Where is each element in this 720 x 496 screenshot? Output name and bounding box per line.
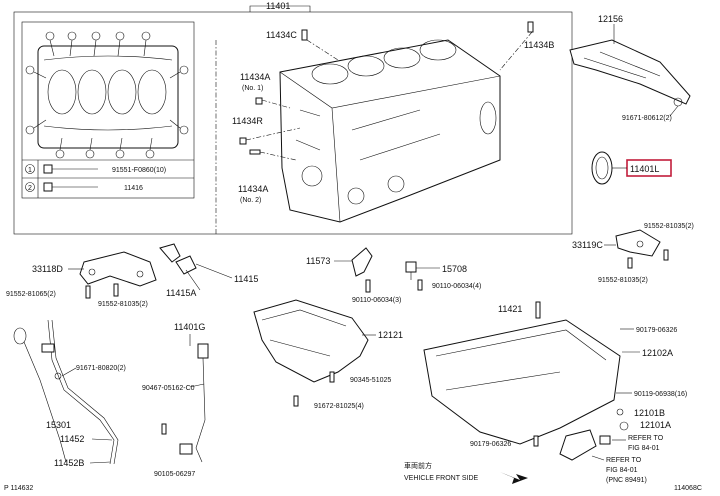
- bolt-guide-a-label[interactable]: 91671-80820(2): [76, 365, 126, 372]
- gauge-bottom-a-label[interactable]: 15301: [46, 420, 71, 430]
- gauge-bottom-b-label[interactable]: 11452: [60, 434, 84, 444]
- pin-a-note: (No. 1): [242, 85, 263, 92]
- oil-seal: [591, 151, 613, 185]
- bolt-mid-b-icon: [417, 279, 423, 291]
- guide-part-label[interactable]: 11401G: [174, 322, 205, 332]
- cover-bolt-label[interactable]: 91671-80612(2): [622, 115, 672, 122]
- bolt-right-b-icon: [627, 257, 633, 269]
- drain-b-label[interactable]: 12101B: [634, 408, 665, 418]
- bolt-pan-e-label[interactable]: 90179-06326: [470, 441, 511, 448]
- pin-topright: [527, 21, 534, 33]
- pin-topright-label[interactable]: 11434B: [524, 40, 554, 50]
- stud-pan-icon: [535, 301, 541, 319]
- legend-bolt-2-label[interactable]: 11416: [124, 185, 143, 192]
- bracket-right-label[interactable]: 33119C: [572, 240, 603, 250]
- legend-box: [21, 21, 195, 199]
- oil-pan-upper: [253, 299, 369, 383]
- pin-r-icon: [239, 137, 247, 145]
- bolt-right-b-label[interactable]: 91552-81035(2): [598, 277, 648, 284]
- oil-level-gauge-guide: [351, 247, 373, 277]
- guide-tube: [179, 343, 209, 463]
- refer-2-c[interactable]: (PNC 89491): [606, 477, 647, 484]
- cover-label[interactable]: 12156: [598, 14, 623, 24]
- bolt-pan-b-label[interactable]: 91672-81025(4): [314, 403, 364, 410]
- pin-r-label[interactable]: 11434R: [232, 116, 263, 126]
- drain-a-label[interactable]: 12101A: [640, 420, 671, 430]
- bolt-left-b-label[interactable]: 91552-81035(2): [98, 301, 148, 308]
- refer-2-b[interactable]: FIG 84-01: [606, 467, 638, 474]
- bolt-left-a-icon: [85, 285, 91, 299]
- legend-num-1: 1: [28, 167, 32, 174]
- block-label[interactable]: 11401: [266, 1, 290, 11]
- bolt-pan-e-icon: [533, 435, 539, 447]
- bolt-pan-a-icon: [329, 371, 335, 383]
- engine-bracket-left: [79, 251, 157, 287]
- bolt-bottom-icon: [161, 423, 167, 435]
- bolt-right-a-label[interactable]: 91552-81035(2): [644, 223, 694, 230]
- cylinder-block: [279, 39, 501, 223]
- bolt-pan-a-label[interactable]: 90345-51025: [350, 377, 391, 384]
- code-left: P 114632: [4, 485, 33, 492]
- gauge-part-label[interactable]: 11573: [306, 256, 330, 266]
- front-jp-label: 車両前方: [404, 461, 432, 470]
- seal-label[interactable]: 11401L: [630, 164, 659, 174]
- pin-a2-note: (No. 2): [240, 197, 261, 204]
- bolt-left-a-label[interactable]: 91552-81065(2): [6, 291, 56, 298]
- legend-num-2: 2: [28, 185, 32, 192]
- bolt-pan-b-icon: [293, 395, 299, 407]
- bolt-mid-a-label[interactable]: 90110-06034(3): [352, 297, 401, 304]
- pan-upper-label[interactable]: 12121: [378, 330, 403, 340]
- bolt-right-a-icon: [663, 249, 669, 261]
- dipstick-guide: [41, 319, 119, 465]
- pan-lower-label[interactable]: 12102A: [642, 348, 673, 358]
- engine-bracket-right: [615, 229, 661, 257]
- bracket-left-label[interactable]: 33118D: [32, 264, 63, 274]
- pin-a-label[interactable]: 11434A: [240, 72, 270, 82]
- bolt-pan-d-label[interactable]: 90119-06938(16): [634, 391, 687, 398]
- stud-pan-label[interactable]: 11421: [498, 304, 522, 314]
- bolt-bottom-label[interactable]: 90105-06297: [154, 471, 195, 478]
- oil-pan-lower: [423, 319, 621, 445]
- gauge-bottom-c-label[interactable]: 11452B: [54, 458, 84, 468]
- drain-a-icon: [619, 421, 629, 431]
- drain-b-icon: [616, 408, 624, 416]
- bolt-mid-b-label[interactable]: 90110-06034(4): [432, 283, 481, 290]
- code-right: 114068C: [674, 485, 702, 492]
- bracket-left-c-label[interactable]: 11415: [234, 274, 258, 284]
- bolt-left-b-icon: [113, 283, 119, 297]
- legend-bolt-icon-1: [43, 164, 98, 174]
- stud-top-label[interactable]: 11434C: [266, 30, 297, 40]
- sensor-part-label[interactable]: 15708: [442, 264, 467, 274]
- refer-1-b[interactable]: FIG 84-01: [628, 445, 660, 452]
- legend-bolt-icon-2: [43, 182, 98, 192]
- oil-pressure-sensor: [405, 261, 417, 280]
- oil-dipstick: [13, 327, 67, 463]
- legend-bolt-1-label[interactable]: 91551-F0860(10): [112, 167, 166, 174]
- front-en-label: VEHICLE FRONT SIDE: [404, 475, 478, 482]
- refer-1-a[interactable]: REFER TO: [628, 435, 664, 442]
- main-frame: [13, 11, 573, 235]
- stud-top: [301, 29, 308, 41]
- bolt-mid-a-icon: [365, 279, 371, 293]
- plug-a-label[interactable]: 90467-05162-C0: [142, 385, 195, 392]
- frame-bracket: [249, 5, 311, 12]
- timing-cover: [569, 39, 691, 107]
- refer-2-a[interactable]: REFER TO: [606, 457, 642, 464]
- pin-a2-icon: [249, 149, 261, 155]
- block-top-view: [25, 31, 189, 159]
- bracket-left-b: [159, 243, 197, 275]
- pin-a2-label[interactable]: 11434A: [238, 184, 268, 194]
- front-arrow-icon: [500, 472, 528, 484]
- pin-a-icon: [255, 97, 263, 105]
- bracket-left-b-label[interactable]: 11415A: [166, 288, 196, 298]
- bolt-pan-c-label[interactable]: 90179-06326: [636, 327, 677, 334]
- oil-strainer: [559, 429, 611, 461]
